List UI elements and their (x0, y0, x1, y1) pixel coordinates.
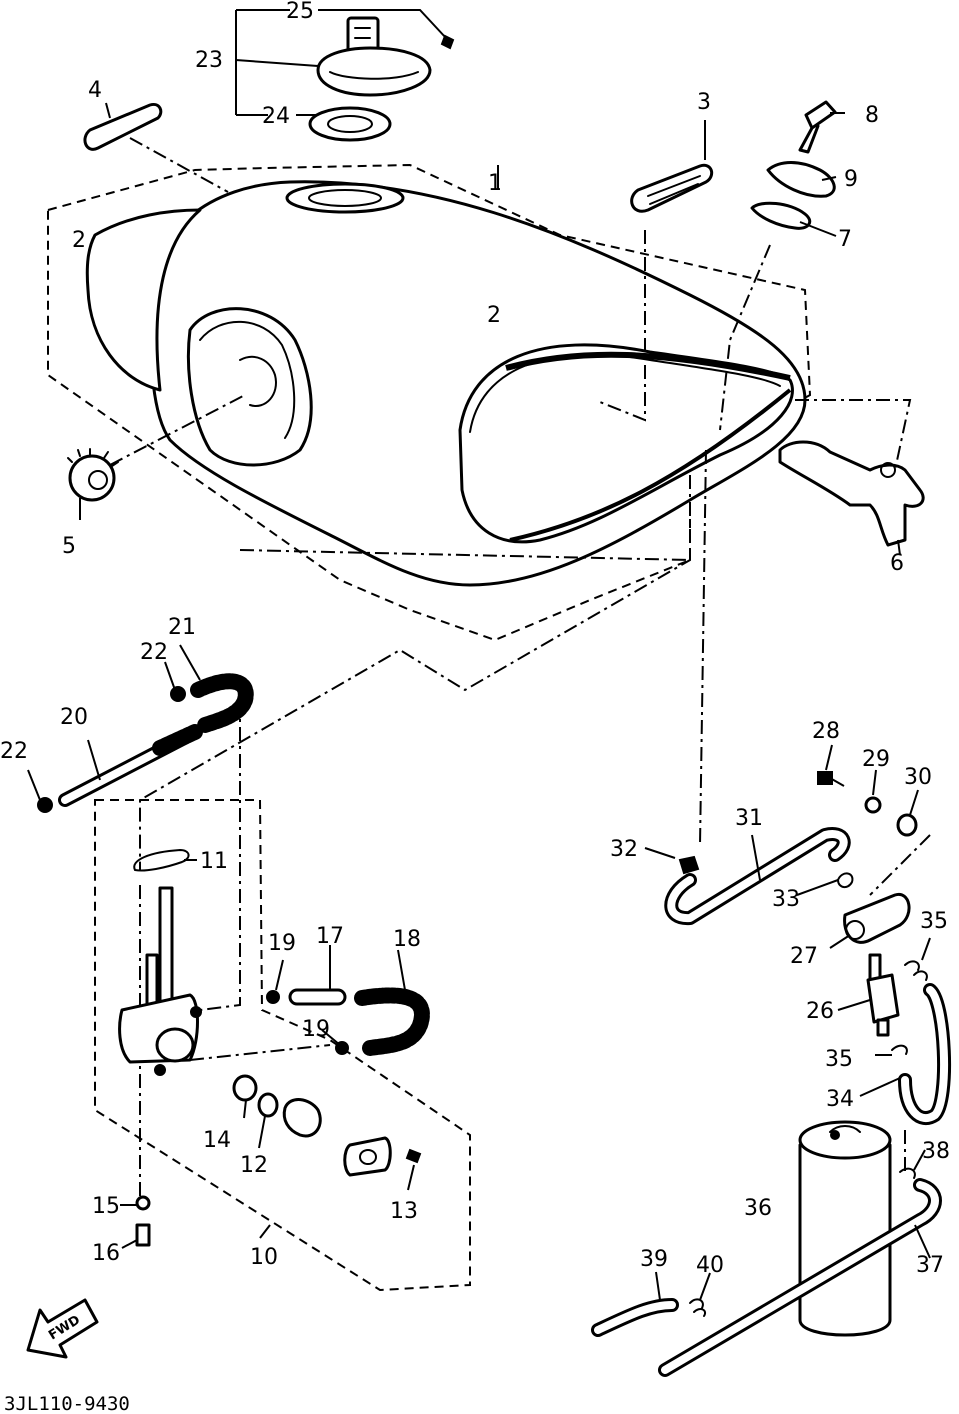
callout-2-left: 2 (72, 228, 86, 253)
callout-14: 14 (203, 1128, 231, 1153)
clamp-22-left (37, 797, 53, 813)
hose-21 (190, 673, 254, 733)
callout-34: 34 (826, 1087, 854, 1112)
callout-27: 27 (790, 944, 818, 969)
callout-22-top: 22 (140, 640, 168, 665)
hose-17 (288, 988, 347, 1006)
callout-24: 24 (262, 104, 290, 129)
valve-27 (843, 892, 911, 944)
callout-33: 33 (772, 887, 800, 912)
hose-31 (664, 827, 851, 926)
callout-19-top: 19 (268, 931, 296, 956)
callout-38: 38 (922, 1139, 950, 1164)
nut-29 (864, 796, 882, 814)
callout-25: 25 (286, 0, 314, 24)
callout-22-left: 22 (0, 739, 28, 764)
emblem-left (83, 102, 163, 151)
diagram-code: 3JL110-9430 (4, 1393, 130, 1414)
grommet-5 (67, 448, 119, 502)
clip-33 (836, 872, 854, 888)
callout-28: 28 (812, 719, 840, 744)
fuel-tank (148, 180, 807, 587)
mount-bracket-6 (778, 440, 925, 547)
callout-16: 16 (92, 1241, 120, 1266)
callout-17: 17 (316, 924, 344, 949)
clip-32 (678, 855, 700, 875)
clip-35-bottom (891, 1044, 908, 1055)
fuel-cock-body (118, 886, 202, 1076)
callout-20: 20 (60, 705, 88, 730)
rollover-valve-26 (866, 953, 900, 1037)
forward-arrow: FWD (26, 1298, 99, 1359)
callout-32: 32 (610, 837, 638, 862)
connector-lines (109, 137, 912, 870)
callout-3: 3 (697, 90, 711, 115)
callout-4: 4 (88, 78, 102, 103)
emblem-right (630, 163, 714, 213)
tank-rubber-strip-left (85, 208, 202, 392)
callout-labels: 1 2 2 3 4 5 6 7 8 9 10 11 12 13 14 15 16… (0, 0, 950, 1278)
bolt-8 (798, 100, 837, 154)
clip-38 (899, 1167, 916, 1179)
callout-6: 6 (890, 551, 904, 576)
cap-14 (232, 1074, 258, 1102)
clip-40 (689, 1298, 706, 1317)
callout-19-bottom: 19 (302, 1017, 330, 1042)
clip-19-top (266, 990, 280, 1004)
hose-20 (58, 724, 203, 807)
callout-40: 40 (696, 1253, 724, 1278)
canister-36 (798, 1120, 892, 1337)
connector-lines-2 (139, 700, 931, 1200)
callout-36: 36 (744, 1196, 772, 1221)
callout-13: 13 (390, 1199, 418, 1224)
callout-10: 10 (250, 1245, 278, 1270)
callout-23: 23 (195, 48, 223, 73)
fuel-cock-assembly-outline (94, 799, 471, 1292)
fuel-cap-assembly (308, 16, 455, 142)
clip-11 (133, 848, 190, 872)
callout-39: 39 (640, 1247, 668, 1272)
plate-gasket (343, 1136, 392, 1177)
callout-35-bottom: 35 (825, 1047, 853, 1072)
callout-1: 1 (488, 171, 502, 196)
callout-2-right: 2 (487, 303, 501, 328)
callout-11: 11 (200, 849, 228, 874)
screw-13 (405, 1148, 422, 1164)
callout-15: 15 (92, 1194, 120, 1219)
callout-18: 18 (393, 927, 421, 952)
bolt-28 (817, 771, 845, 787)
washer-7 (750, 201, 812, 230)
collar-30 (896, 813, 918, 837)
o-ring-12 (257, 1092, 279, 1118)
callout-37: 37 (916, 1253, 944, 1278)
callout-21: 21 (168, 615, 196, 640)
hose-37 (658, 1178, 942, 1377)
callout-35-top: 35 (920, 909, 948, 934)
callout-29: 29 (862, 747, 890, 772)
clip-35-top (904, 960, 928, 981)
callout-7: 7 (838, 227, 852, 252)
callout-5: 5 (62, 534, 76, 559)
hose-34 (898, 983, 952, 1126)
callout-26: 26 (806, 999, 834, 1024)
clamp-22-top (170, 686, 186, 702)
callout-31: 31 (735, 806, 763, 831)
hose-39 (591, 1298, 679, 1337)
washer-15 (135, 1195, 151, 1211)
callout-12: 12 (240, 1153, 268, 1178)
callout-30: 30 (904, 765, 932, 790)
plate-9 (766, 161, 836, 198)
lever-knob (282, 1098, 322, 1138)
hose-18 (354, 987, 430, 1056)
bolt-16 (135, 1223, 151, 1247)
callout-9: 9 (844, 167, 858, 192)
cap-bracket-lines (235, 9, 447, 116)
callout-8: 8 (865, 103, 879, 128)
